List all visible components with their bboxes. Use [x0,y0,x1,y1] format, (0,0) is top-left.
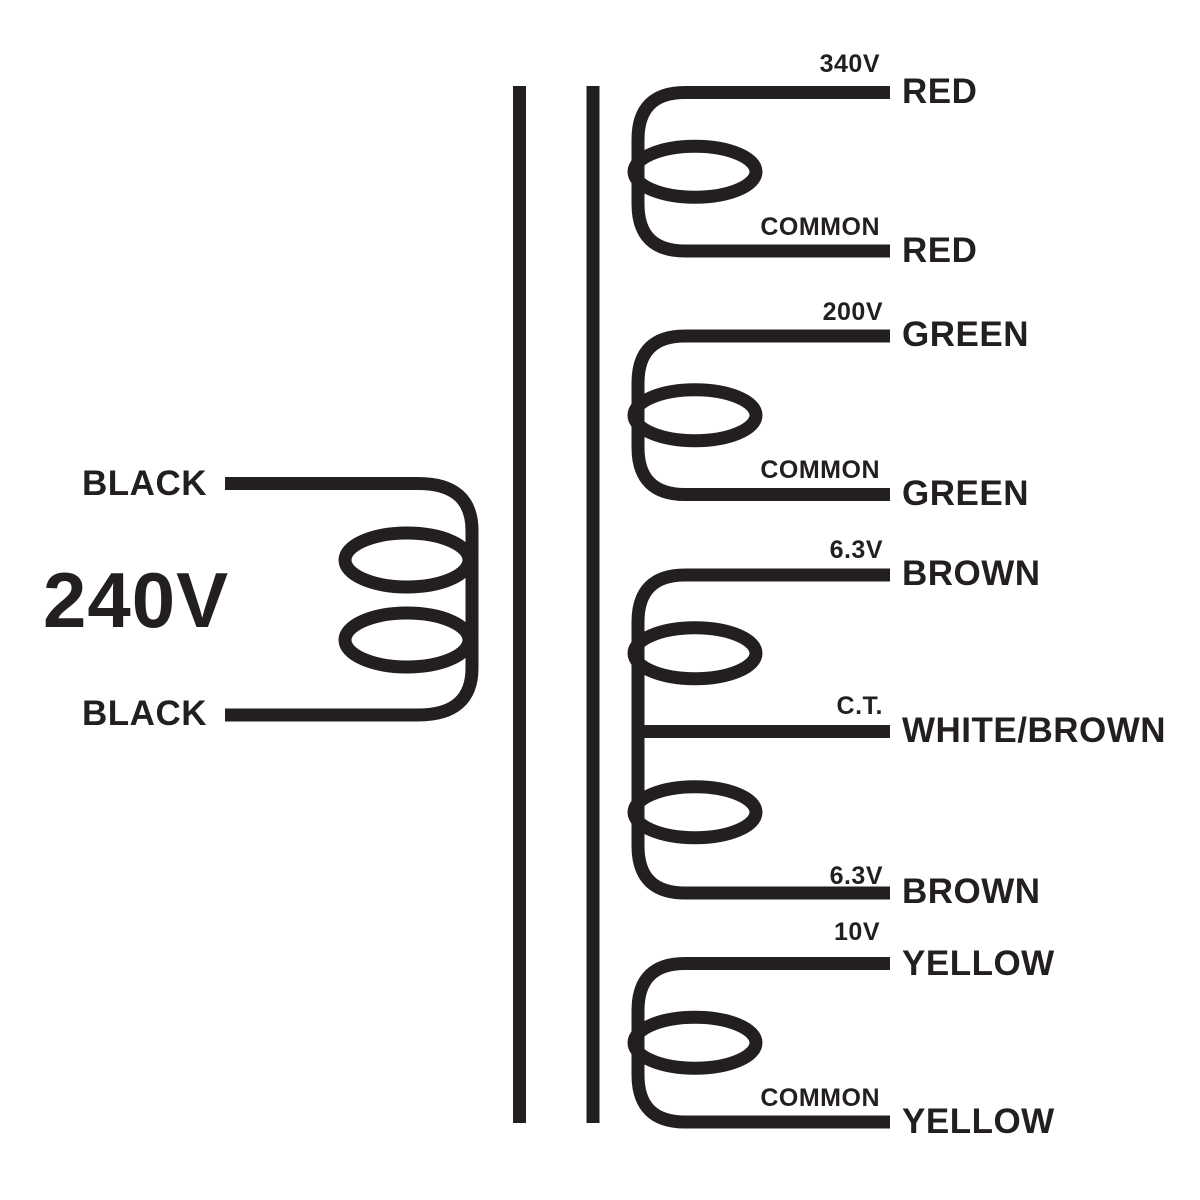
secondary-4-wire-bottom-label: YELLOW [902,1102,1055,1141]
secondary-3-tap-center-label: C.T. [837,692,883,720]
primary-coil-loop-1 [338,526,476,594]
secondary-winding-340v: 340V RED COMMON RED [627,50,977,270]
secondary-3-wire-top-label: BROWN [902,554,1041,593]
secondary-winding-200v: 200V GREEN COMMON GREEN [627,298,1029,513]
secondary-3-coil-loop-2 [627,780,763,845]
primary-voltage-label: 240V [43,556,229,644]
secondary-3-wire-bottom-label: BROWN [902,872,1041,911]
secondary-3-tap-top-label: 6.3V [830,536,883,564]
secondary-1-tap-bottom-label: COMMON [760,213,880,241]
secondary-winding-10v: 10V YELLOW COMMON YELLOW [627,918,1055,1141]
secondary-4-wire-top-label: YELLOW [902,944,1055,983]
primary-coil-loop-2 [338,606,476,674]
secondary-2-tap-top-label: 200V [823,298,883,326]
secondary-4-tap-top-label: 10V [834,918,880,946]
secondary-2-coil-loop [627,383,763,448]
transformer-core [513,86,600,1123]
secondary-3-tap-bottom-label: 6.3V [830,862,883,890]
secondary-3-wire-center-label: WHITE/BROWN [902,711,1166,750]
primary-coil-wire [225,477,479,722]
secondary-2-wire-bottom-label: GREEN [902,474,1029,513]
secondary-1-wire-bottom-label: RED [902,231,977,270]
primary-lead-top-label: BLACK [82,464,207,503]
secondary-2-tap-bottom-label: COMMON [760,456,880,484]
secondary-3-coil-loop-1 [627,621,763,686]
secondary-4-tap-bottom-label: COMMON [760,1084,880,1112]
secondary-1-coil-loop [627,139,763,204]
secondary-1-tap-top-label: 340V [820,50,880,78]
primary-lead-bottom-label: BLACK [82,694,207,733]
secondary-2-wire-top-label: GREEN [902,315,1029,354]
primary-winding: BLACK BLACK 240V [43,464,479,733]
secondary-4-coil-loop [627,1010,763,1075]
secondary-winding-6v3-ct: 6.3V BROWN C.T. WHITE/BROWN 6.3V BROWN [627,536,1166,911]
secondary-1-wire-top-label: RED [902,72,977,111]
